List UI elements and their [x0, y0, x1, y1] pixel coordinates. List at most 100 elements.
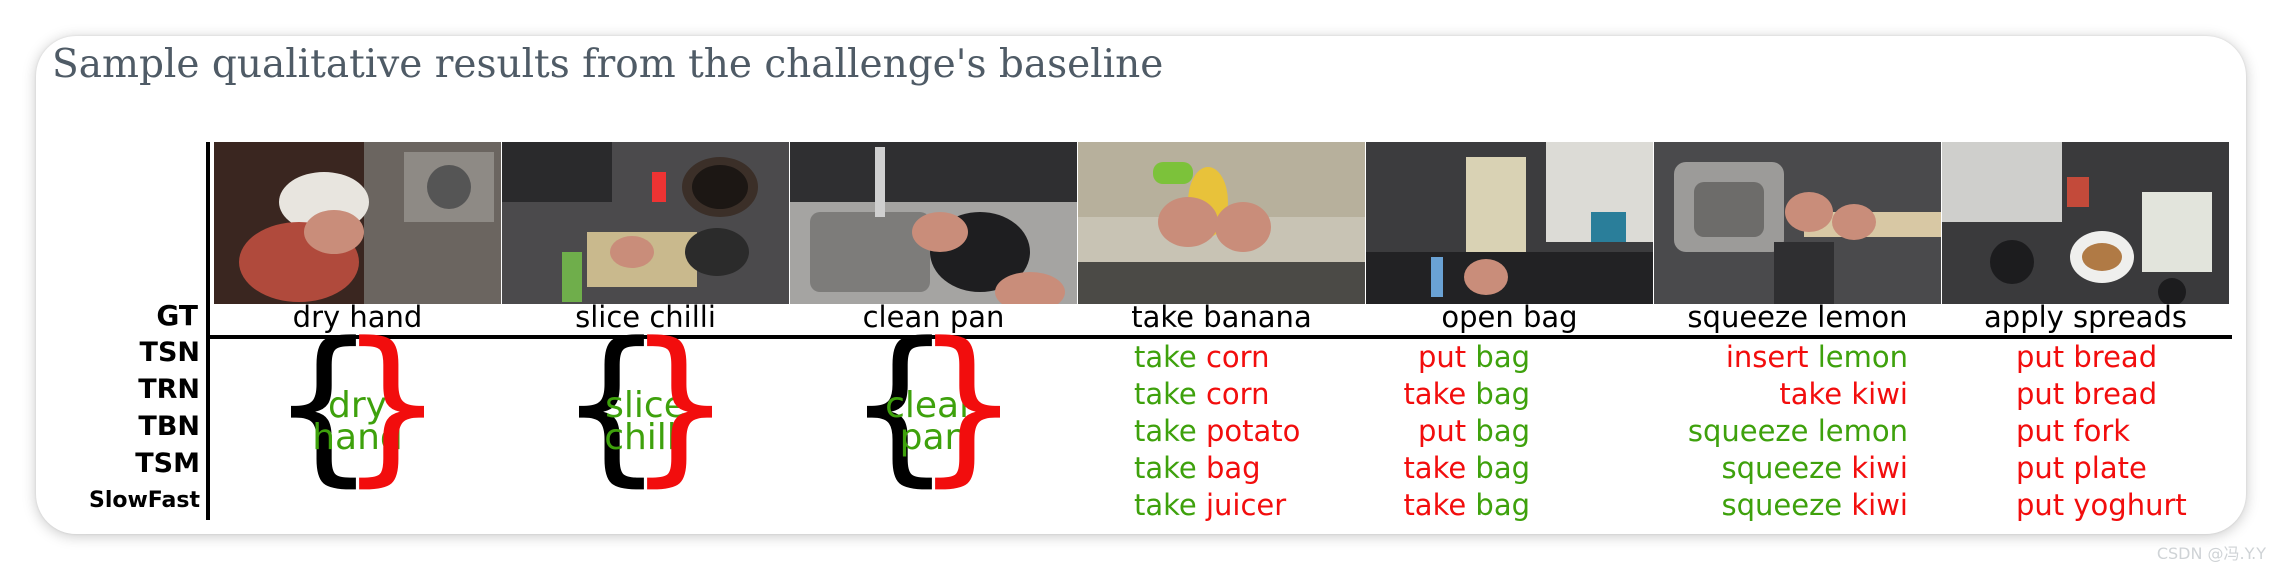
- predicted-verb: put: [2016, 488, 2065, 522]
- predicted-noun: potato: [1205, 414, 1301, 448]
- left-brace: {: [558, 306, 665, 502]
- gt-label: clean pan: [862, 300, 1005, 334]
- predicted-noun: corn: [1205, 340, 1270, 374]
- predicted-verb: take: [1134, 340, 1197, 374]
- prediction-cell: squeeze kiwi: [1721, 451, 1908, 485]
- prediction-cell: put plate: [2016, 451, 2147, 485]
- consensus-verb: clean: [885, 385, 982, 426]
- prediction-cell: put bread: [2016, 377, 2157, 411]
- right-brace: }: [338, 306, 445, 502]
- prediction-cell: insert lemon: [1726, 340, 1908, 374]
- predicted-verb: squeeze: [1721, 451, 1843, 485]
- predicted-noun: kiwi: [1851, 488, 1908, 522]
- predicted-noun: bag: [1205, 451, 1261, 485]
- predicted-noun: corn: [1205, 377, 1270, 411]
- clip-thumbnail-slice-chilli: [502, 142, 789, 304]
- predicted-verb: put: [2016, 451, 2065, 485]
- left-brace: {: [270, 306, 377, 502]
- prediction-cell: squeeze kiwi: [1721, 488, 1908, 522]
- prediction-cell: take corn: [1134, 340, 1269, 374]
- predicted-noun: bag: [1475, 451, 1530, 485]
- predicted-verb: put: [1418, 340, 1467, 374]
- consensus-prediction: slice chilli: [502, 385, 789, 458]
- predicted-verb: take: [1779, 377, 1843, 411]
- predicted-noun: yoghurt: [2073, 488, 2187, 522]
- clip-thumbnail-open-bag: [1366, 142, 1653, 304]
- prediction-cell: put yoghurt: [2016, 488, 2187, 522]
- method-label-tsm: TSM: [135, 448, 200, 479]
- predicted-verb: insert: [1725, 340, 1809, 374]
- method-label-tbn: TBN: [138, 411, 200, 442]
- predicted-noun: bread: [2073, 377, 2158, 411]
- predicted-verb: take: [1134, 377, 1197, 411]
- predicted-noun: bag: [1475, 414, 1530, 448]
- predicted-verb: put: [2016, 340, 2065, 374]
- prediction-cell: take bag: [1403, 488, 1530, 522]
- predicted-verb: take: [1403, 488, 1467, 522]
- predicted-noun: juicer: [1205, 488, 1287, 522]
- method-label-tsn: TSN: [139, 337, 200, 368]
- predicted-verb: put: [1418, 414, 1467, 448]
- row-label-gt: GT: [156, 299, 198, 332]
- consensus-brace-dry-hand: { dry hand }: [214, 320, 501, 522]
- clip-thumbnail-take-banana: [1078, 142, 1365, 304]
- figure-heading: Sample qualitative results from the chal…: [52, 42, 1164, 87]
- right-brace: }: [626, 306, 733, 502]
- predicted-verb: take: [1134, 414, 1197, 448]
- predicted-verb: squeeze: [1721, 488, 1843, 522]
- predicted-verb: take: [1134, 488, 1197, 522]
- gt-label: squeeze lemon: [1687, 300, 1908, 334]
- method-label-slowfast: SlowFast: [88, 488, 200, 513]
- predicted-verb: take: [1134, 451, 1197, 485]
- consensus-prediction: dry hand: [214, 385, 501, 458]
- prediction-cell: put bag: [1418, 414, 1530, 448]
- consensus-verb: slice: [605, 385, 686, 426]
- right-brace: }: [914, 306, 1021, 502]
- predicted-noun: bag: [1475, 340, 1530, 374]
- table-horizontal-rule: [206, 335, 2232, 339]
- watermark: CSDN @冯.Y.Y: [2156, 544, 2266, 563]
- consensus-verb: dry: [328, 385, 387, 426]
- consensus-noun: pan: [899, 417, 968, 458]
- predicted-noun: lemon: [1817, 340, 1908, 374]
- clip-thumbnail-squeeze-lemon: [1654, 142, 1941, 304]
- prediction-cell: squeeze lemon: [1688, 414, 1908, 448]
- predicted-noun: plate: [2073, 451, 2147, 485]
- predicted-verb: squeeze: [1687, 414, 1809, 448]
- predicted-verb: put: [2016, 414, 2065, 448]
- prediction-cell: put fork: [2016, 414, 2130, 448]
- predicted-noun: bag: [1475, 377, 1530, 411]
- gt-label: open bag: [1441, 300, 1578, 334]
- gt-label: apply spreads: [1984, 300, 2187, 334]
- predicted-noun: lemon: [1817, 414, 1908, 448]
- gt-label: take banana: [1131, 300, 1312, 334]
- prediction-cell: take bag: [1134, 451, 1261, 485]
- clip-thumbnail-apply-spreads: [1942, 142, 2229, 304]
- method-label-trn: TRN: [138, 374, 200, 405]
- left-brace: {: [846, 306, 953, 502]
- predicted-noun: bag: [1475, 488, 1530, 522]
- consensus-brace-slice-chilli: { slice chilli }: [502, 320, 789, 522]
- prediction-cell: take bag: [1403, 451, 1530, 485]
- prediction-cell: put bread: [2016, 340, 2157, 374]
- gt-label: dry hand: [292, 300, 423, 334]
- consensus-noun: chilli: [604, 417, 687, 458]
- gt-label: slice chilli: [575, 300, 716, 334]
- consensus-noun: hand: [312, 417, 403, 458]
- prediction-cell: take potato: [1134, 414, 1300, 448]
- predicted-verb: take: [1403, 451, 1467, 485]
- predicted-verb: put: [2016, 377, 2065, 411]
- predicted-noun: fork: [2073, 414, 2131, 448]
- prediction-cell: take juicer: [1134, 488, 1286, 522]
- predicted-noun: kiwi: [1851, 451, 1908, 485]
- predicted-noun: bread: [2073, 340, 2158, 374]
- table-vertical-rule: [206, 142, 210, 520]
- prediction-cell: put bag: [1418, 340, 1530, 374]
- clip-thumbnail-dry-hand: [214, 142, 501, 304]
- predicted-verb: take: [1403, 377, 1467, 411]
- prediction-cell: take bag: [1403, 377, 1530, 411]
- prediction-cell: take kiwi: [1779, 377, 1908, 411]
- prediction-cell: take corn: [1134, 377, 1269, 411]
- predicted-noun: kiwi: [1851, 377, 1908, 411]
- consensus-brace-clean-pan: { clean pan }: [790, 320, 1077, 522]
